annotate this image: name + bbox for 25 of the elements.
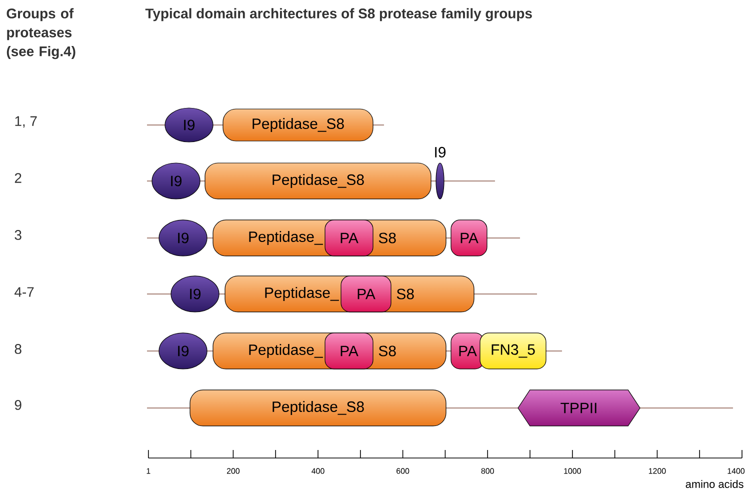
- inhibitor-domain: I9: [152, 162, 200, 200]
- peptidase-domain: Peptidase_S8: [204, 162, 432, 200]
- pa-domain: PA: [324, 332, 374, 370]
- node-label: I9: [435, 146, 446, 158]
- title: Typical domain architectures of S8 protease family groups: [145, 8, 532, 22]
- tppii-domain: TPPII: [518, 390, 640, 426]
- pa-domain: PA: [450, 220, 488, 256]
- peptidase-domain: Peptidase_S8: [190, 390, 446, 426]
- axis-label: amino acids: [686, 480, 744, 488]
- inhibitor-domain: I9: [170, 276, 220, 312]
- pa-domain: PA: [324, 220, 374, 256]
- group-label: 8: [14, 344, 22, 354]
- pa-domain: PA: [450, 332, 484, 370]
- peptidase-domain: Peptidase_S8: [222, 108, 374, 142]
- inhibitor-domain: I9: [158, 332, 208, 370]
- inhibitor-domain: I9: [435, 146, 446, 200]
- group-label: 4-7: [14, 287, 34, 297]
- inhibitor-domain: I9: [164, 108, 214, 142]
- column-heading: Groups of proteases (see Fig.4): [6, 8, 76, 60]
- group-label: 3: [14, 230, 22, 240]
- group-label: 9: [14, 400, 22, 410]
- pa-domain: PA: [340, 276, 392, 312]
- group-label: 2: [14, 173, 22, 183]
- group-label: 1, 7: [15, 116, 37, 128]
- inhibitor-domain: I9: [158, 220, 208, 256]
